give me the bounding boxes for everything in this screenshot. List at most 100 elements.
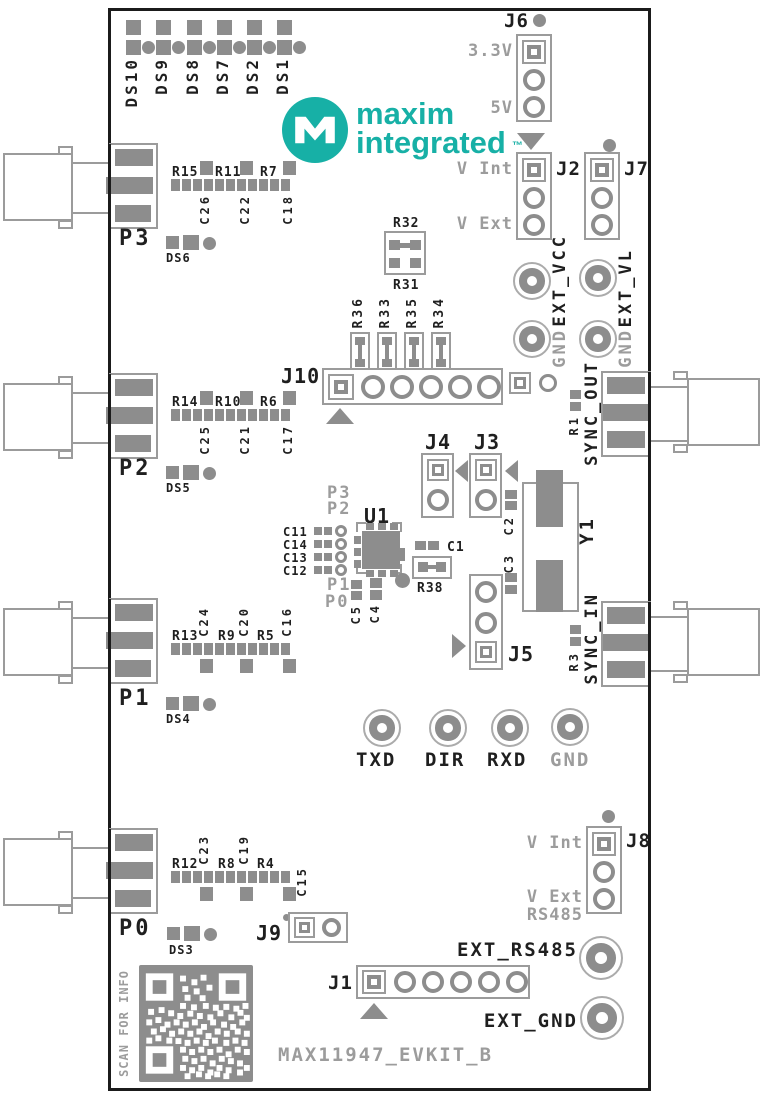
j6-marker-dot bbox=[533, 14, 546, 27]
r32-r31-outline bbox=[384, 231, 426, 275]
c25-label: C25 bbox=[198, 424, 212, 455]
sync-out-pad bbox=[603, 404, 651, 421]
p1-filter-row bbox=[171, 643, 290, 655]
c18-pad bbox=[283, 161, 296, 175]
board-edge bbox=[648, 602, 651, 688]
gnd-testpoint bbox=[551, 708, 589, 746]
board-edge bbox=[108, 374, 111, 460]
r38-label: R38 bbox=[417, 581, 444, 596]
c13-label: C13 bbox=[283, 551, 308, 565]
u1-pin bbox=[366, 570, 374, 577]
j2-pin-bottom-label: V Ext bbox=[456, 214, 513, 234]
r35-resistor bbox=[404, 332, 424, 372]
led-label: DS9 bbox=[152, 57, 171, 95]
r3-pad bbox=[570, 625, 581, 634]
board-edge bbox=[648, 372, 651, 458]
u1-pin bbox=[354, 560, 361, 568]
ext-vcc-label: EXT_VCC bbox=[550, 234, 570, 327]
ds3-dot bbox=[204, 928, 217, 941]
r14-label: R14 bbox=[172, 395, 199, 410]
j5-pin1 bbox=[475, 581, 497, 603]
j7-label: J7 bbox=[624, 158, 649, 180]
r3-label: R3 bbox=[567, 651, 581, 672]
p2-pad bbox=[115, 435, 151, 452]
j6-pin-bottom-label: 5V bbox=[490, 98, 513, 118]
c13-pad bbox=[314, 553, 322, 561]
led-pad bbox=[217, 20, 232, 35]
c21-pad bbox=[240, 391, 253, 405]
c23-label: C23 bbox=[197, 834, 211, 865]
j9-pin2 bbox=[322, 918, 341, 937]
p1-sma-tab bbox=[58, 675, 73, 684]
sync-out-sma-body bbox=[687, 378, 760, 446]
ds4-pad bbox=[166, 697, 179, 710]
led-pad bbox=[156, 40, 171, 55]
jumper-pad-square bbox=[509, 372, 531, 394]
rxd-testpoint bbox=[491, 709, 529, 747]
c22-pad bbox=[240, 161, 253, 175]
j10-pin3 bbox=[390, 375, 414, 399]
r36-label: R36 bbox=[351, 296, 366, 329]
u1-corner bbox=[356, 564, 366, 574]
port-ref-p3: P3 bbox=[327, 483, 352, 503]
c11-via bbox=[335, 525, 347, 537]
r38-resistor bbox=[412, 556, 452, 579]
c21-label: C21 bbox=[238, 424, 252, 455]
j1-pin3 bbox=[422, 971, 444, 993]
led-label: DS8 bbox=[183, 57, 202, 95]
ds3-label: DS3 bbox=[169, 943, 194, 957]
led-label: DS2 bbox=[243, 57, 262, 95]
dir-testpoint bbox=[429, 709, 467, 747]
j4-pin1-square bbox=[427, 459, 449, 481]
board-edge bbox=[108, 144, 111, 230]
u1-pin bbox=[378, 523, 386, 530]
c3-pad bbox=[505, 585, 517, 594]
c12-label: C12 bbox=[283, 564, 308, 578]
r33-resistor bbox=[377, 332, 397, 372]
sync-in-label: SYNC_IN bbox=[582, 592, 602, 685]
led-dot bbox=[263, 41, 276, 54]
c2-label: C2 bbox=[502, 515, 516, 536]
ds6-pad bbox=[166, 236, 179, 249]
j1-pin6 bbox=[506, 971, 528, 993]
c11-label: C11 bbox=[283, 525, 308, 539]
r7-label: R7 bbox=[260, 165, 278, 180]
c11-pad bbox=[324, 527, 332, 535]
sync-in-sma-tab bbox=[673, 674, 688, 683]
p0-label: P0 bbox=[119, 916, 152, 941]
led-label: DS7 bbox=[213, 57, 232, 95]
j9-label: J9 bbox=[256, 921, 283, 945]
j4-label: J4 bbox=[425, 430, 452, 454]
ds5-label: DS5 bbox=[166, 481, 191, 495]
j3-pin1-square bbox=[475, 459, 497, 481]
j5-pin-triangle bbox=[452, 634, 466, 658]
j1-pin4 bbox=[450, 971, 472, 993]
c25-pad bbox=[200, 391, 213, 405]
ext-vcc-gnd-testpoint bbox=[513, 320, 551, 358]
p1-sma-body bbox=[3, 608, 73, 676]
c12-pad bbox=[324, 566, 332, 574]
logo-word-integrated: integrated bbox=[356, 125, 506, 160]
c5-label: C5 bbox=[349, 604, 363, 625]
ext-gnd-label: EXT_GND bbox=[483, 1010, 578, 1032]
ext-vl-gnd-label: GND bbox=[616, 328, 636, 368]
p1-sma-tab bbox=[58, 601, 73, 610]
r34-resistor bbox=[431, 332, 451, 372]
ext-rs485-testpoint bbox=[579, 936, 623, 980]
c1-label: C1 bbox=[447, 540, 465, 555]
j8-pin-top-label: V Int bbox=[526, 833, 583, 853]
r1-label: R1 bbox=[567, 415, 581, 436]
r3-pad bbox=[570, 637, 581, 646]
ext-vl-gnd-testpoint bbox=[579, 320, 617, 358]
p1-sma-neck bbox=[71, 617, 110, 669]
j6-pin3 bbox=[523, 96, 545, 118]
p2-pad bbox=[115, 379, 153, 396]
c2-pad bbox=[505, 490, 517, 499]
c17-pad bbox=[283, 391, 296, 405]
j2-pin2 bbox=[523, 187, 545, 209]
c16-label: C16 bbox=[280, 606, 294, 637]
p0-pad bbox=[115, 890, 151, 907]
c2-pad bbox=[505, 501, 517, 510]
sync-in-sma-tab bbox=[673, 601, 688, 610]
